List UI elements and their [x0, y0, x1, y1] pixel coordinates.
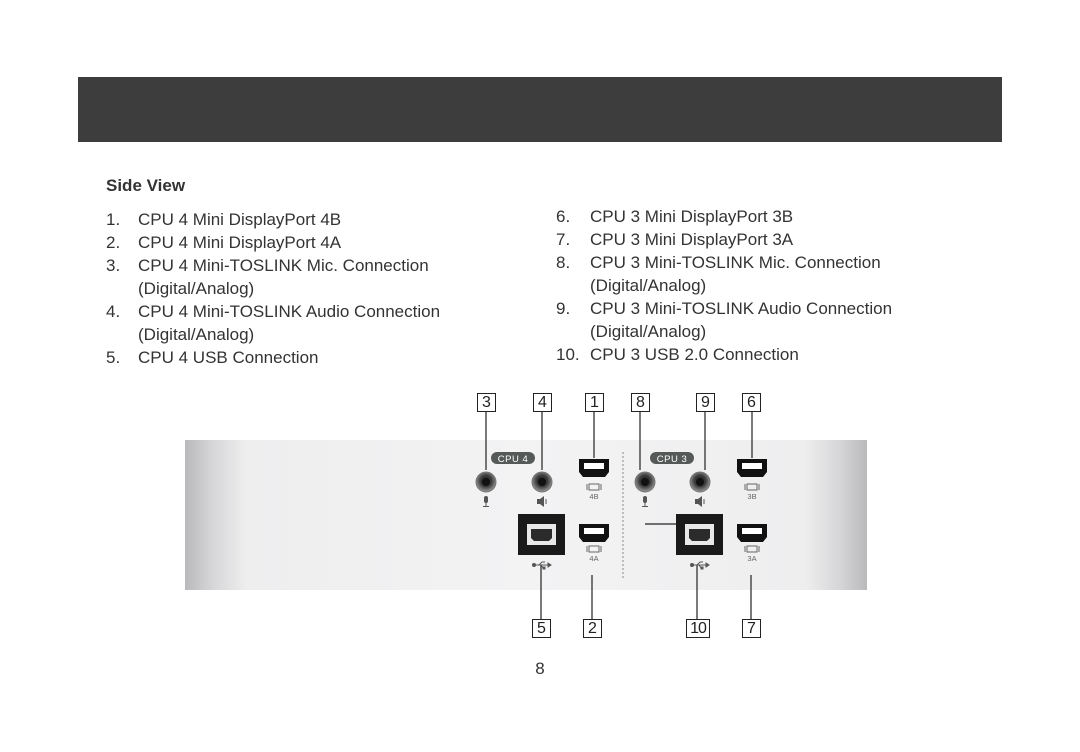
port-label-4b: 4B	[589, 492, 598, 501]
cpu4-label: CPU 4	[498, 454, 528, 465]
list-item: (Digital/Analog)	[138, 325, 255, 344]
list-item: 2.CPU 4 Mini DisplayPort 4A	[106, 233, 342, 252]
list-item: 5.CPU 4 USB Connection	[106, 348, 319, 367]
list-item: 7.CPU 3 Mini DisplayPort 3A	[556, 230, 794, 249]
callout-8: 8	[631, 393, 650, 412]
usb-icon	[532, 561, 552, 570]
cpu4-usb-port	[518, 514, 565, 555]
cpu3-audio-jack	[689, 471, 711, 493]
callout-2: 2	[583, 619, 602, 638]
callout-3: 3	[477, 393, 496, 412]
cpu4-audio-jack	[531, 471, 553, 493]
cpu3-label: CPU 3	[657, 454, 687, 465]
callout-10: 10	[686, 619, 710, 638]
right-item-list: 6.CPU 3 Mini DisplayPort 3B 7.CPU 3 Mini…	[556, 205, 956, 366]
list-item: 9.CPU 3 Mini-TOSLINK Audio Connection	[556, 299, 893, 318]
top-leader-lines	[485, 411, 753, 470]
left-item-list: 1.CPU 4 Mini DisplayPort 4B 2.CPU 4 Mini…	[106, 208, 506, 369]
callout-4: 4	[533, 393, 552, 412]
callout-5: 5	[532, 619, 551, 638]
microphone-icon	[483, 496, 489, 507]
section-title: Side View	[106, 176, 186, 195]
port-label-3b: 3B	[747, 492, 756, 501]
list-item: 3.CPU 4 Mini-TOSLINK Mic. Connection	[106, 256, 429, 275]
list-item: (Digital/Analog)	[138, 279, 255, 298]
speaker-icon	[537, 496, 547, 507]
cpu3-usb-port	[676, 514, 723, 555]
list-item: 10.CPU 3 USB 2.0 Connection	[556, 345, 799, 364]
port-label-3a: 3A	[747, 554, 756, 563]
list-item: 1.CPU 4 Mini DisplayPort 4B	[106, 210, 342, 229]
display-icon	[586, 483, 602, 491]
list-item: 6.CPU 3 Mini DisplayPort 3B	[556, 207, 794, 226]
list-item: 8.CPU 3 Mini-TOSLINK Mic. Connection	[556, 253, 881, 272]
cpu3-label-pill	[650, 452, 694, 464]
display-icon	[586, 545, 602, 553]
speaker-icon	[695, 496, 705, 507]
list-item: (Digital/Analog)	[590, 322, 707, 341]
cpu4-label-pill	[491, 452, 535, 464]
cpu3-mic-jack	[634, 471, 656, 493]
cpu4-mini-displayport-4b	[579, 459, 609, 477]
cpu3-mini-displayport-3b	[737, 459, 767, 477]
port-label-4a: 4A	[589, 554, 598, 563]
callout-6: 6	[742, 393, 761, 412]
cpu3-mini-displayport-3a	[737, 524, 767, 542]
bottom-leader-lines	[540, 523, 752, 620]
callout-1: 1	[585, 393, 604, 412]
display-icon	[744, 483, 760, 491]
cpu4-mini-displayport-4a	[579, 524, 609, 542]
display-icon	[744, 545, 760, 553]
list-item: 4.CPU 4 Mini-TOSLINK Audio Connection	[106, 302, 441, 321]
microphone-icon	[642, 496, 648, 507]
page-number: 8	[535, 659, 545, 678]
list-item: (Digital/Analog)	[590, 276, 707, 295]
callout-7: 7	[742, 619, 761, 638]
usb-icon	[690, 561, 710, 570]
callout-9: 9	[696, 393, 715, 412]
cpu4-mic-jack	[475, 471, 497, 493]
header-bar	[78, 77, 1002, 142]
